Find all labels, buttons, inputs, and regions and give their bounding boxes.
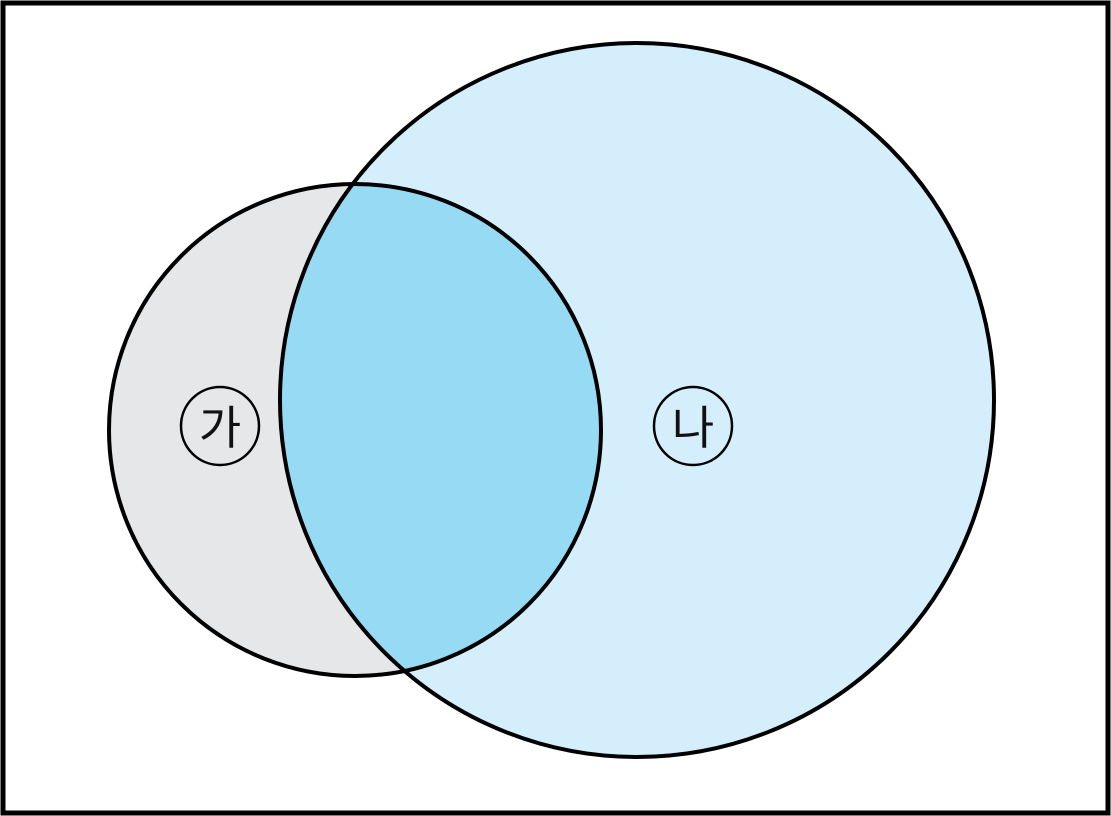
- intersection-region: [280, 184, 601, 676]
- left-label-text: 가: [199, 401, 241, 455]
- right-set-outline: [278, 41, 996, 759]
- right-label-text: 나: [672, 401, 714, 455]
- left-set-label: 가: [179, 385, 261, 467]
- right-label-circle: [652, 385, 734, 467]
- right-set-label: 나: [652, 385, 734, 467]
- left-label-circle: [179, 385, 261, 467]
